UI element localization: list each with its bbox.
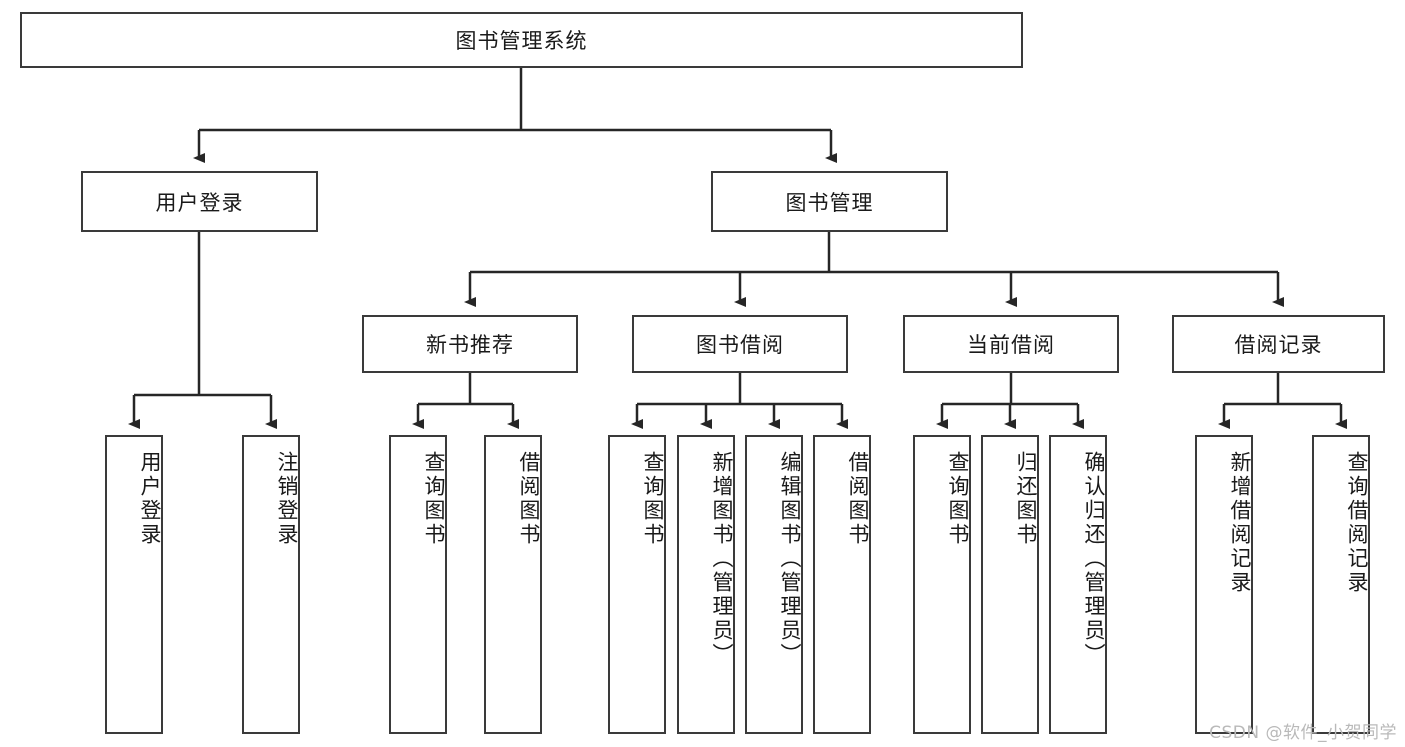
node-user-login[interactable]: 用户登录: [81, 171, 318, 232]
leaf-confirm-return-label: 确认归还（管理员）: [1082, 451, 1106, 667]
node-new-book-rec[interactable]: 新书推荐: [362, 315, 578, 373]
node-book-manage-label: 图书管理: [785, 190, 874, 215]
leaf-user-login-label: 用户登录: [138, 451, 162, 547]
node-book-borrow[interactable]: 图书借阅: [632, 315, 848, 373]
leaf-edit-book[interactable]: 编辑图书（管理员）: [745, 435, 803, 734]
leaf-confirm-return[interactable]: 确认归还（管理员）: [1049, 435, 1107, 734]
leaf-query-book-2-label: 查询图书: [641, 451, 665, 547]
leaf-query-book-1-label: 查询图书: [422, 451, 446, 547]
node-user-login-label: 用户登录: [155, 190, 244, 215]
leaf-add-book[interactable]: 新增图书（管理员）: [677, 435, 735, 734]
leaf-query-book-3-label: 查询图书: [946, 451, 970, 547]
leaf-borrow-book-2-label: 借阅图书: [846, 451, 870, 547]
node-book-manage[interactable]: 图书管理: [711, 171, 948, 232]
leaf-return-book[interactable]: 归还图书: [981, 435, 1039, 734]
leaf-query-record-label: 查询借阅记录: [1345, 451, 1369, 595]
leaf-user-login[interactable]: 用户登录: [105, 435, 163, 734]
node-current-borrow-label: 当前借阅: [967, 333, 1055, 357]
leaf-query-record[interactable]: 查询借阅记录: [1312, 435, 1370, 734]
leaf-edit-book-label: 编辑图书（管理员）: [778, 451, 802, 667]
leaf-add-record-label: 新增借阅记录: [1228, 451, 1252, 595]
node-borrow-record-label: 借阅记录: [1234, 333, 1323, 357]
node-new-book-rec-label: 新书推荐: [426, 333, 514, 357]
leaf-query-book-1[interactable]: 查询图书: [389, 435, 447, 734]
node-root-label: 图书管理系统: [455, 29, 588, 53]
node-current-borrow[interactable]: 当前借阅: [903, 315, 1119, 373]
leaf-add-book-label: 新增图书（管理员）: [710, 451, 734, 667]
leaf-logout-login[interactable]: 注销登录: [242, 435, 300, 734]
node-root[interactable]: 图书管理系统: [20, 12, 1023, 68]
leaf-query-book-2[interactable]: 查询图书: [608, 435, 666, 734]
leaf-logout-login-label: 注销登录: [275, 451, 299, 547]
node-book-borrow-label: 图书借阅: [696, 333, 784, 357]
leaf-return-book-label: 归还图书: [1014, 451, 1038, 547]
node-borrow-record[interactable]: 借阅记录: [1172, 315, 1385, 373]
leaf-query-book-3[interactable]: 查询图书: [913, 435, 971, 734]
leaf-add-record[interactable]: 新增借阅记录: [1195, 435, 1253, 734]
leaf-borrow-book-1-label: 借阅图书: [517, 451, 541, 547]
leaf-borrow-book-2[interactable]: 借阅图书: [813, 435, 871, 734]
leaf-borrow-book-1[interactable]: 借阅图书: [484, 435, 542, 734]
